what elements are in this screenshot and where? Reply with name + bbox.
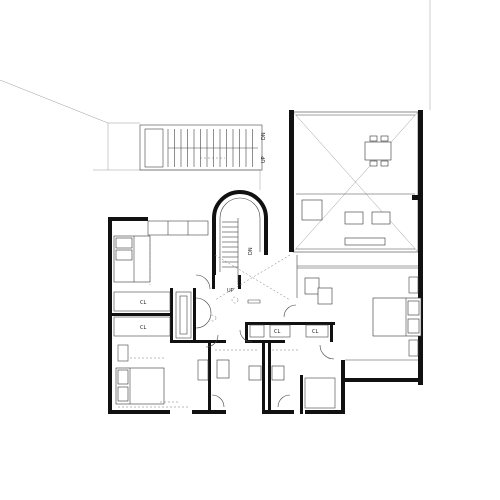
closet-mid-a: [269, 324, 291, 338]
bathrooms: [197, 344, 336, 409]
door-swings: [160, 274, 297, 403]
terrace-table: [364, 141, 392, 161]
hall-wardrobe: [175, 291, 212, 339]
terrace: [292, 111, 419, 253]
closet-label: CL: [140, 325, 146, 331]
closet-lower: [113, 316, 171, 337]
armchair: [304, 277, 320, 295]
site-context-lines: [0, 0, 431, 190]
terrace-lounger: [301, 199, 323, 221]
exterior-walls: [108, 110, 423, 414]
closet-upper: [113, 291, 171, 312]
master-bedroom: [247, 255, 422, 361]
upper-exterior-stair: DN UP: [139, 124, 267, 171]
bedroom-lower: CL: [113, 316, 190, 408]
mid-closets: CL CL: [249, 324, 329, 338]
closet-mid-b: [305, 324, 329, 338]
stair-label-dn: DN: [248, 247, 254, 255]
bedroom-upper: CL: [113, 220, 209, 312]
stair-label-dn: DN: [261, 132, 267, 140]
closet-label: CL: [312, 329, 318, 335]
stair-tower: DN UP: [212, 190, 291, 301]
closet-label: CL: [274, 329, 280, 335]
closet-label: CL: [140, 300, 146, 306]
stair-label-up: UP: [261, 156, 267, 163]
